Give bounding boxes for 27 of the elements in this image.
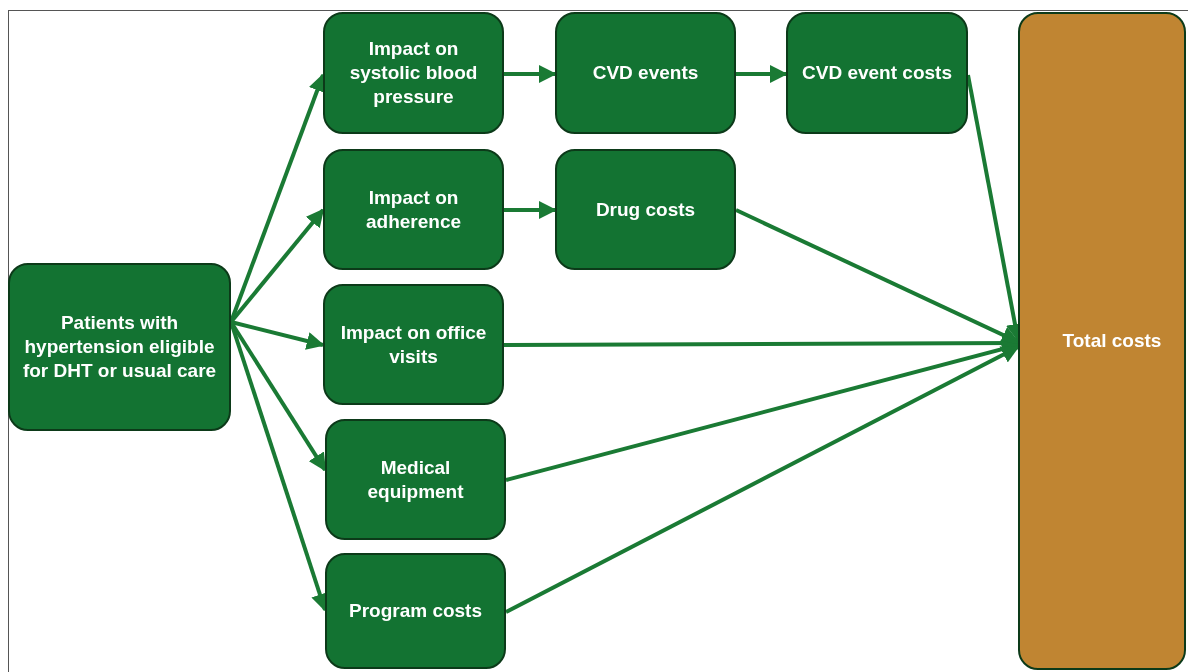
arrow [736,65,788,83]
process-box [323,12,504,134]
node-label: Program costs [348,599,482,623]
process-box [323,284,504,405]
arrow [504,201,557,219]
process-box [555,12,736,134]
process-box [325,553,506,669]
node-label: CVD event costs [802,61,952,85]
node-label: Drug costs [595,197,696,222]
arrow [230,320,325,350]
arrow [505,345,1020,614]
arrow [505,340,1020,482]
process-box [323,149,504,270]
node-label: Total costs [1062,329,1162,353]
process-box [555,149,736,270]
node-label: Medical equipment [366,455,465,504]
node-label: Patients with hypertension eligible for DHT or usual care [21,311,218,383]
node-label: Impact on adherence [364,185,462,234]
process-box [786,12,968,134]
node-label: Impact on office visits [339,320,488,369]
process-box [8,263,231,431]
process-box [325,419,506,540]
arrow [504,65,557,83]
arrow [735,208,1020,344]
node-label: CVD events [592,61,699,85]
node-label: Impact on systolic blood pressure [348,37,479,109]
total-box [1018,12,1186,670]
